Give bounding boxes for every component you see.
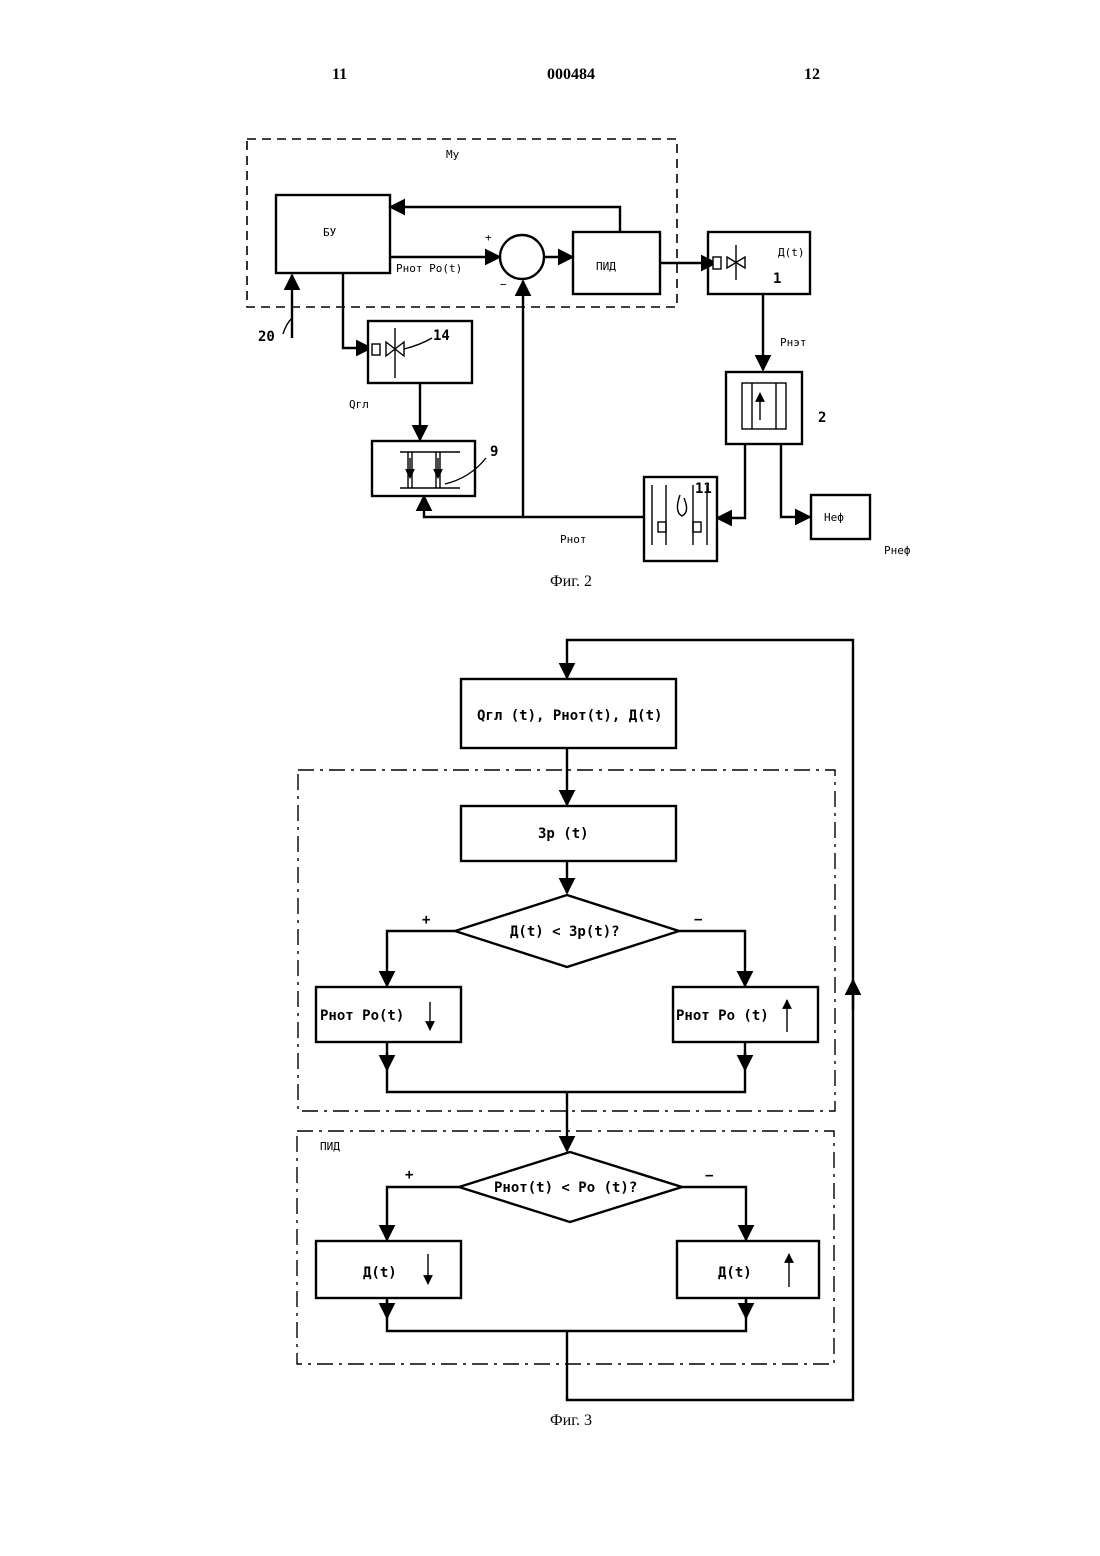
decision-1-plus: +: [422, 912, 430, 928]
increase-setpoint-label: Рнот Ро (t): [676, 1008, 769, 1024]
figure-2: Му БУ Рнот Ро(t) + − ПИД Д(t) 1 Рнэт: [247, 139, 911, 590]
zr-label: Зр (t): [538, 826, 589, 842]
decision-2-plus: +: [405, 1167, 413, 1183]
sep2-to-sep11-line: [717, 444, 745, 518]
input-20-leader: [283, 318, 292, 334]
cond1-yes-line: [387, 931, 455, 986]
summing-junction: [500, 235, 544, 279]
cond2-no-line: [682, 1187, 746, 1240]
valve-1-signal: Д(t): [778, 246, 805, 259]
mu-label: Му: [446, 148, 460, 161]
cond2-yes-line: [387, 1187, 459, 1240]
rnef-label: Рнеф: [884, 544, 911, 557]
pid-feedback-to-bu: [390, 207, 620, 232]
rnot-label: Рнот: [560, 533, 587, 546]
decision-2-label: Рнот(t) < Ро (t)?: [494, 1180, 637, 1196]
merge-1-line: [387, 1042, 745, 1092]
figure-3-caption: Фиг. 3: [550, 1412, 592, 1429]
separator-2-number: 2: [818, 410, 826, 426]
minus-sign: −: [500, 278, 507, 291]
rnot-to-sep9-line: [424, 496, 644, 517]
increase-valve-label: Д(t): [718, 1265, 752, 1281]
bu-to-valve14-line: [343, 273, 371, 348]
bu-label: БУ: [323, 226, 337, 239]
nef-label: Неф: [824, 511, 844, 524]
cond1-no-line: [679, 931, 745, 986]
qgl-label: Qгл: [349, 398, 369, 411]
pid-group-label: ПИД: [320, 1140, 340, 1153]
valve-14-number: 14: [433, 328, 450, 344]
merge-2-line: [387, 1298, 746, 1331]
decision-1-minus: −: [694, 912, 702, 928]
valve-14-block: [368, 321, 472, 383]
decrease-valve-label: Д(t): [363, 1265, 397, 1281]
decision-2-minus: −: [705, 1168, 713, 1184]
rnet-label: Рнэт: [780, 336, 807, 349]
setpoint-label: Рнот Ро(t): [396, 262, 462, 275]
valve-1-block: [708, 232, 810, 294]
figure-2-caption: Фиг. 2: [550, 573, 592, 590]
input-20-number: 20: [258, 329, 275, 345]
separator-9-number: 9: [490, 444, 498, 460]
separator-11-number: 11: [695, 481, 712, 497]
figure-3: Qгл (t), Рнот(t), Д(t) Зр (t) Д(t) < Зр(…: [297, 640, 853, 1429]
sep2-to-nef-line: [781, 444, 810, 517]
pid-label: ПИД: [596, 260, 616, 273]
plus-sign: +: [485, 231, 492, 244]
decision-1-label: Д(t) < Зр(t)?: [510, 924, 620, 940]
decrease-setpoint-label: Рнот Ро(t): [320, 1008, 404, 1024]
pid-block: [573, 232, 660, 294]
valve-1-number: 1: [773, 271, 781, 287]
inputs-label: Qгл (t), Рнот(t), Д(t): [477, 708, 662, 724]
